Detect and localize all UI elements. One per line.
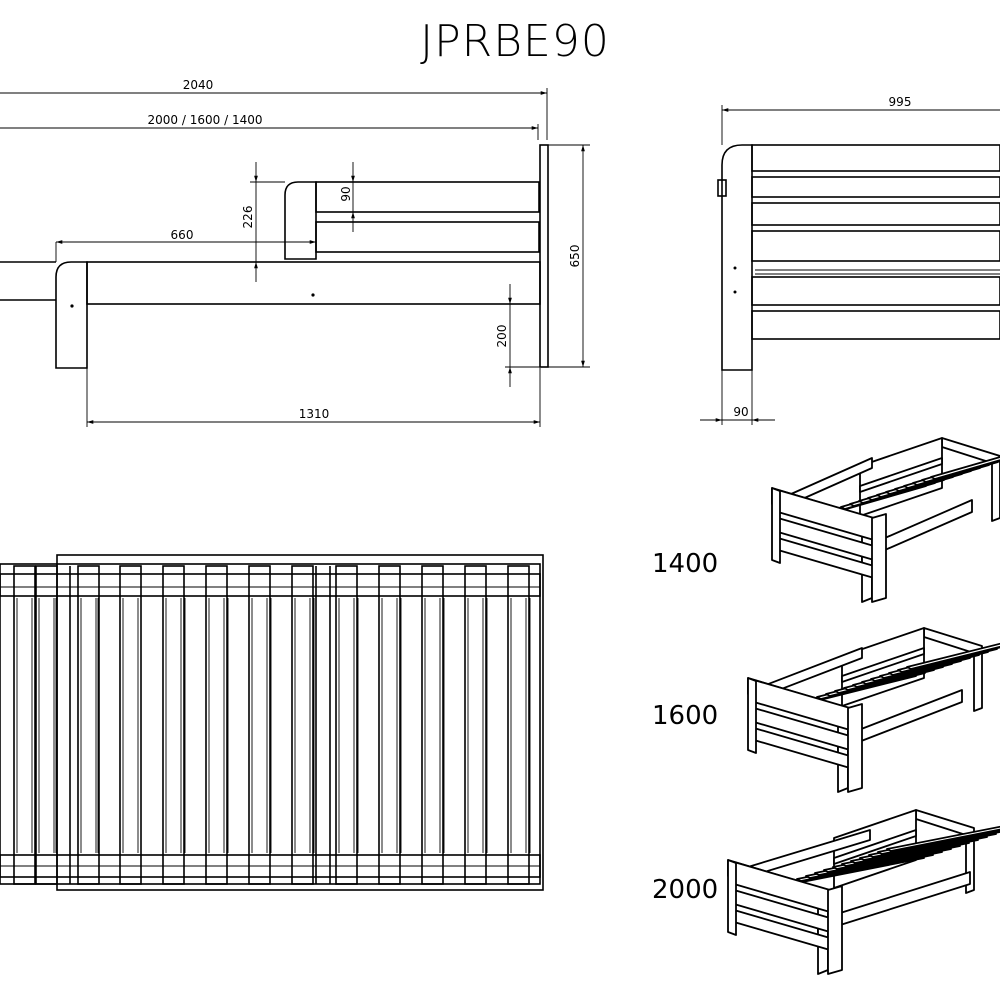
iso-slat [930, 456, 1000, 480]
dim-leg-depth: 90 [733, 405, 748, 419]
bed-slat [205, 565, 228, 885]
variant-label-1400: 1400 [652, 549, 718, 579]
variant-label-2000: 2000 [652, 875, 718, 905]
variant-label-1600: 1600 [652, 701, 718, 731]
bed-slat [162, 565, 185, 885]
dim-guard-offset: 226 [241, 206, 255, 229]
bed-slat [291, 565, 314, 885]
bed-slat [335, 565, 358, 885]
bed-slat [248, 565, 271, 885]
bed-slat [421, 565, 444, 885]
bed-slat [35, 565, 58, 885]
dim-clearance: 200 [495, 325, 509, 348]
dim-guard-length: 660 [171, 228, 194, 242]
iso-slat [886, 825, 1000, 852]
variant-1600 [747, 627, 1000, 793]
bed-slat [507, 565, 530, 885]
dim-width: 995 [889, 95, 912, 109]
end-view: 995 90 [700, 95, 1000, 425]
bed-slat [13, 565, 36, 885]
bed-slat [77, 565, 100, 885]
bed-slat [378, 565, 401, 885]
dim-headboard-height: 650 [568, 245, 582, 268]
side-view: 2040 2000 / 1600 / 1400 650 226 [0, 78, 590, 427]
variant-1400 [771, 437, 1000, 603]
dim-length-options: 2000 / 1600 / 1400 [148, 113, 263, 127]
dim-frame-length: 1310 [299, 407, 330, 421]
drawing-title: JPRBE90 [420, 16, 610, 67]
iso-slat [906, 642, 1000, 670]
dim-overall-length: 2040 [183, 78, 214, 92]
top-view [0, 554, 544, 891]
variant-2000 [727, 809, 1000, 975]
dim-guard-height: 90 [339, 186, 353, 201]
bed-slat [464, 565, 487, 885]
